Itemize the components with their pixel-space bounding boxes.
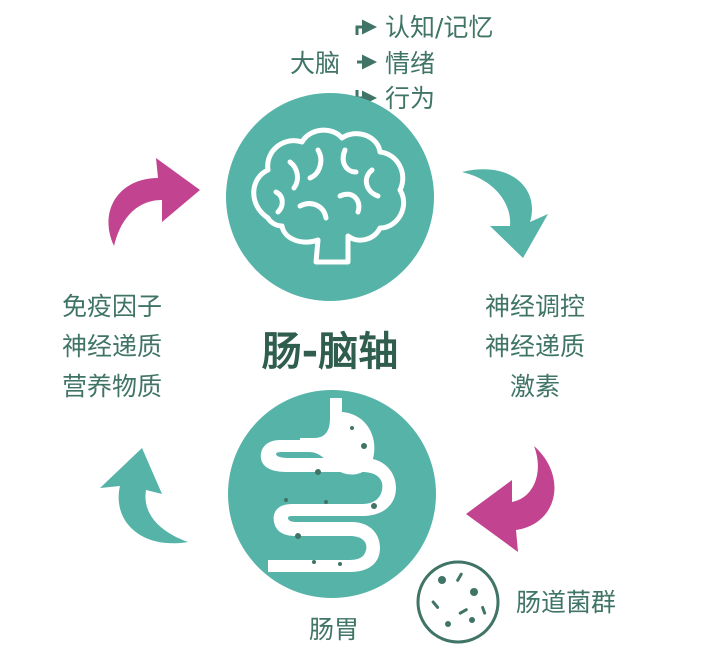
brain-icon [251, 127, 407, 265]
brain-output-arrow-1 [355, 19, 377, 35]
gut-bacteria-dots [284, 426, 377, 566]
up-pathway-neurotransmitter: 神经递质 [62, 332, 162, 361]
diagram-title: 肠-脑轴 [262, 329, 399, 375]
microbiota-label: 肠道菌群 [516, 588, 616, 617]
brain-output-cognition: 认知/记忆 [385, 13, 493, 42]
down-pathway-hormone: 激素 [510, 372, 560, 401]
teal-curved-arrow-up [100, 448, 188, 544]
brain-output-emotion: 情绪 [385, 49, 435, 78]
brain-output-arrow-3 [355, 90, 377, 106]
down-pathway-neurotransmitter: 神经递质 [485, 332, 585, 361]
microbiota-icon [416, 560, 500, 644]
up-pathway-immune-factor: 免疫因子 [62, 292, 162, 321]
magenta-curved-arrow-left [466, 446, 555, 552]
magenta-curved-arrow-up-right [108, 158, 200, 246]
gut-icon [260, 398, 396, 572]
brain-output-behavior: 行为 [385, 84, 435, 113]
gut-label: 肠胃 [309, 615, 359, 644]
down-pathway-neural-regulation: 神经调控 [485, 292, 585, 321]
up-pathway-nutrients: 营养物质 [62, 372, 162, 401]
teal-curved-arrow-right [462, 169, 548, 258]
brain-label: 大脑 [290, 49, 340, 78]
